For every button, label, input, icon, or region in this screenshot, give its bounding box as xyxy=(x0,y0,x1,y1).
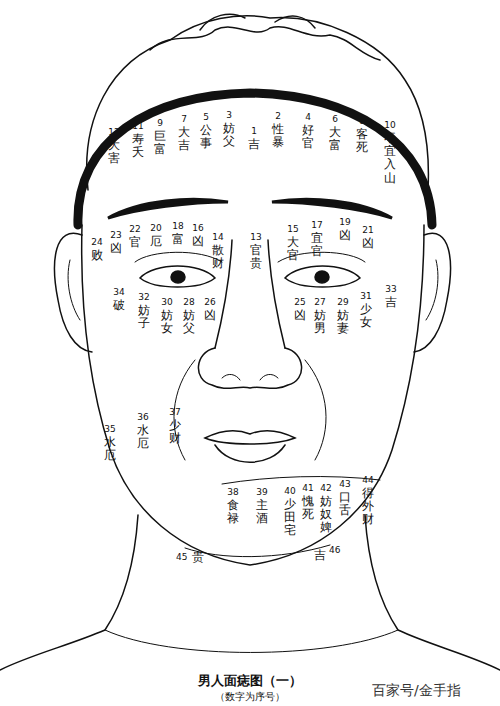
callout-number: 42 xyxy=(320,484,331,493)
callout-number: 37 xyxy=(169,408,180,417)
callout-number: 5 xyxy=(203,113,209,122)
mole-meaning: 凶 xyxy=(110,242,122,255)
callout-number: 13 xyxy=(250,233,261,242)
mole-meaning: 大官 xyxy=(287,236,299,262)
callout-number: 24 xyxy=(91,238,102,247)
callout-number: 35 xyxy=(104,425,115,434)
callout-number: 7 xyxy=(181,115,187,124)
mole-meaning: 妨男 xyxy=(314,309,326,335)
mole-meaning: 破 xyxy=(113,299,125,312)
mole-meaning: 得外财 xyxy=(362,487,374,527)
callout-number: 17 xyxy=(311,221,322,230)
callout-number: 30 xyxy=(161,298,172,307)
callout-number: 32 xyxy=(138,293,149,302)
mole-meaning: 凶 xyxy=(204,309,216,322)
callout-number: 27 xyxy=(314,298,325,307)
mole-meaning: 主酒 xyxy=(256,499,268,525)
callout-number: 4 xyxy=(305,113,311,122)
callout-number: 11 xyxy=(132,122,143,131)
mole-meaning: 妨奴婢 xyxy=(320,495,332,535)
mole-meaning: 客死 xyxy=(356,128,368,154)
mole-meaning: 妨妻 xyxy=(337,309,349,335)
callout-number: 36 xyxy=(137,413,148,422)
mole-meaning: 凶 xyxy=(294,309,306,322)
mole-meaning: 官贵 xyxy=(250,244,262,270)
callout-number: 38 xyxy=(227,488,238,497)
mole-meaning: 富 xyxy=(172,233,184,246)
callout-number: 41 xyxy=(302,484,313,493)
mole-meaning: 凶 xyxy=(362,237,374,250)
mole-meaning: 吉 xyxy=(314,549,326,561)
callout-number: 1 xyxy=(251,127,257,136)
mole-meaning: 少田宅 xyxy=(284,498,296,538)
mole-meaning: 妨父 xyxy=(183,309,195,335)
mole-meaning: 食禄 xyxy=(227,499,239,525)
callout-number: 31 xyxy=(360,292,371,301)
mole-meaning: 凶 xyxy=(339,229,351,242)
callout-number: 19 xyxy=(339,218,350,227)
callout-number: 9 xyxy=(157,119,163,128)
callout-number: 44 xyxy=(362,476,373,485)
callout-number: 8 xyxy=(359,117,365,126)
callout-number: 12 xyxy=(108,128,119,137)
mole-meaning: 宜官 xyxy=(311,232,323,258)
mole-meaning: 妨女 xyxy=(161,309,173,335)
callout-number: 22 xyxy=(129,225,140,234)
callout-number: 2 xyxy=(275,112,281,121)
callout-number: 26 xyxy=(204,298,215,307)
callout-number: 18 xyxy=(172,222,183,231)
mole-meaning: 吉 xyxy=(248,138,260,151)
callout-number: 16 xyxy=(192,224,203,233)
callout-number: 20 xyxy=(150,224,161,233)
mole-meaning: 败 xyxy=(91,249,103,262)
callout-number: 28 xyxy=(183,298,194,307)
callout-number: 21 xyxy=(362,226,373,235)
mole-meaning: 凶 xyxy=(192,235,204,248)
mole-meaning: 妨父 xyxy=(223,122,235,148)
mole-meaning: 愧死 xyxy=(302,495,314,521)
callout-number: 23 xyxy=(110,231,121,240)
callout-number: 3 xyxy=(226,111,232,120)
caption-note: （数字为序号） xyxy=(215,690,285,704)
mole-meaning: 公事 xyxy=(200,124,212,150)
mole-meaning: 口舌 xyxy=(339,491,351,517)
callout-number: 45 xyxy=(176,553,187,562)
callout-number: 43 xyxy=(339,480,350,489)
callout-number: 39 xyxy=(256,488,267,497)
callout-number: 40 xyxy=(284,487,295,496)
mole-meaning: 水厄 xyxy=(137,424,149,450)
mole-meaning: 大吉 xyxy=(178,126,190,152)
mole-meaning: 吉 xyxy=(385,296,397,309)
mole-meaning: 大害 xyxy=(108,139,120,165)
mole-meaning: 水厄 xyxy=(104,436,116,462)
callout-number: 29 xyxy=(337,298,348,307)
callout-number: 14 xyxy=(212,233,223,242)
mole-meaning: 寿夭 xyxy=(132,133,144,159)
mole-meaning: 好官 xyxy=(302,124,314,150)
caption: 男人面痣图（一） xyxy=(198,672,302,690)
mole-meaning: 不宜入山 xyxy=(384,132,396,185)
mole-meaning: 少财 xyxy=(169,419,181,445)
callout-number: 34 xyxy=(113,288,124,297)
callout-number: 25 xyxy=(294,298,305,307)
mole-meaning: 厄 xyxy=(150,235,162,248)
callout-number: 6 xyxy=(332,115,338,124)
callout-number: 10 xyxy=(384,121,395,130)
mole-meaning: 妨子 xyxy=(138,304,150,330)
watermark: 百家号/金手指 xyxy=(372,682,461,700)
callout-number: 33 xyxy=(385,285,396,294)
mole-meaning: 大富 xyxy=(329,126,341,152)
mole-meaning: 性暴 xyxy=(272,123,284,149)
callout-number: 15 xyxy=(287,225,298,234)
mole-meaning: 少女 xyxy=(360,303,372,329)
mole-meaning: 散财 xyxy=(212,244,224,270)
mole-meaning: 官 xyxy=(129,236,141,249)
mole-meaning: 巨富 xyxy=(154,130,166,156)
mole-meaning: 贵 xyxy=(192,551,204,563)
callout-number: 46 xyxy=(329,546,340,555)
